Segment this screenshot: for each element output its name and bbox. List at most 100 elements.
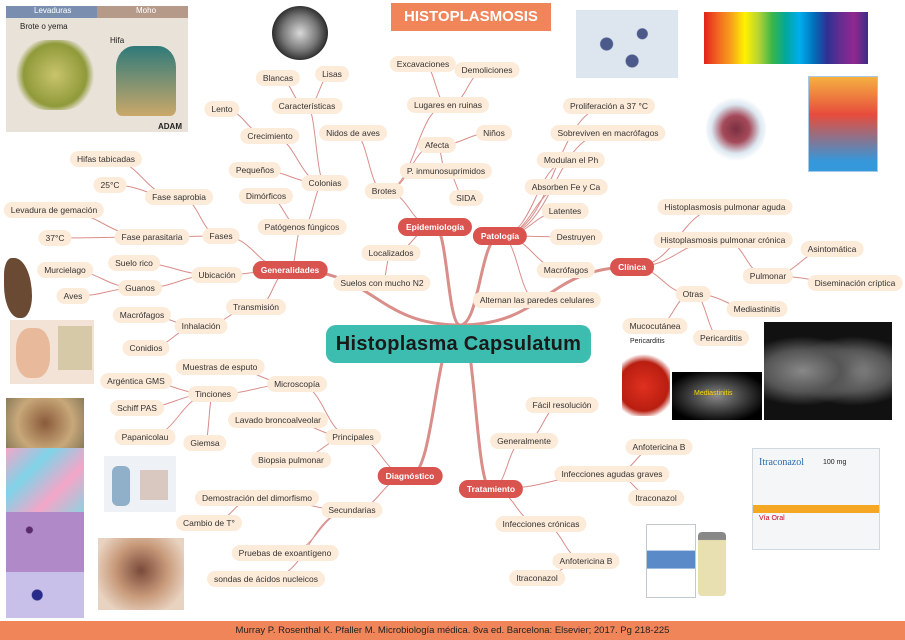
- macrophage-image: [706, 96, 766, 162]
- node-dimorfismo: Demostración del dimorfismo: [194, 490, 320, 506]
- node-hifas-tabicadas: Hifas tabicadas: [69, 151, 143, 167]
- node-asintomatica: Asintomática: [800, 241, 864, 257]
- node-infecciones-agudas: Infecciones agudas graves: [554, 466, 670, 482]
- node-itraconazol-1: Itraconazol: [628, 490, 684, 506]
- bronchoscopy-image: [104, 456, 176, 512]
- node-macrofagos-gen: Macrófagos: [112, 307, 172, 323]
- node-tinciones: Tinciones: [187, 386, 239, 402]
- category-generalidades: Generalidades: [252, 261, 328, 279]
- histology-stain-3: [6, 512, 84, 572]
- node-afecta: Afecta: [417, 137, 457, 153]
- giemsa-microscopy-image: [98, 538, 184, 610]
- node-blancas: Blancas: [255, 70, 301, 86]
- node-proliferacion: Proliferación a 37 °C: [562, 98, 656, 114]
- node-lento: Lento: [204, 101, 240, 117]
- node-levadura-gemacion: Levadura de gemación: [3, 202, 105, 218]
- node-pulmonar-cronica: Histoplasmosis pulmonar crónica: [653, 232, 793, 248]
- node-papanicolau: Papanicolau: [114, 429, 176, 445]
- node-modulan-ph: Modulan el Ph: [536, 152, 606, 168]
- node-pequenos: Pequeños: [228, 162, 282, 178]
- node-sondas: sondas de ácidos nucleicos: [207, 571, 325, 587]
- citation-footer: Murray P. Rosenthal K. Pfaller M. Microb…: [0, 621, 905, 640]
- heart-image: [622, 350, 670, 416]
- node-37c: 37°C: [38, 230, 72, 246]
- pericarditis-caption: Pericarditis: [630, 338, 665, 345]
- node-macrofagos-pat: Macrófagos: [536, 262, 596, 278]
- fungal-spores-image: [576, 10, 678, 78]
- node-localizados: Localizados: [361, 245, 421, 261]
- node-patogenos-fungicos: Patógenos fúngicos: [257, 219, 347, 235]
- node-microscopia: Microscopía: [267, 376, 327, 392]
- node-sobreviven: Sobreviven en macrófagos: [550, 125, 666, 141]
- central-topic: Histoplasma Capsulatum: [326, 325, 591, 363]
- node-fases: Fases: [202, 228, 240, 244]
- node-caracteristicas: Características: [271, 98, 343, 114]
- node-facil-resolucion: Fácil resolución: [525, 397, 599, 413]
- levaduras-label: Levaduras: [34, 6, 72, 15]
- node-exoantigeno: Pruebas de exoantígeno: [231, 545, 339, 561]
- fungus-illustration-image: Levaduras Moho Brote o yema Hifa ADAM: [6, 6, 188, 132]
- node-absorben: Absorben Fe y Ca: [524, 179, 608, 195]
- ph-scale-image: [704, 12, 868, 64]
- node-inmunosuprimidos: P. inmunosuprimidos: [399, 163, 493, 179]
- amphotericin-box-image: [646, 524, 696, 598]
- node-ubicacion: Ubicación: [191, 267, 243, 283]
- node-alternan: Alternan las paredes celulares: [472, 292, 602, 308]
- node-destruyen: Destruyen: [549, 229, 603, 245]
- category-patologia: Patología: [472, 227, 528, 245]
- node-anfotericina-b-2: Anfotericina B: [552, 553, 620, 569]
- inhalation-image: [10, 320, 94, 384]
- node-suelo-rico: Suelo rico: [108, 255, 160, 271]
- node-fase-saprobia: Fase saprobia: [145, 189, 213, 205]
- node-infecciones-cronicas: Infecciones crónicas: [495, 516, 587, 532]
- adam-label: ADAM: [158, 122, 182, 131]
- itraconazol-box-label: Itraconazol: [759, 457, 804, 468]
- node-demoliciones: Demoliciones: [454, 62, 520, 78]
- category-diagnostico: Diagnóstico: [377, 467, 443, 485]
- histology-stain-1: [6, 398, 84, 448]
- node-25c: 25°C: [93, 177, 127, 193]
- mediastinitis-caption: Mediastinitis: [694, 390, 733, 397]
- node-pericarditis: Pericarditis: [692, 330, 750, 346]
- page-title: HISTOPLASMOSIS: [391, 3, 551, 31]
- node-lavado-broncoalveolar: Lavado broncoalveolar: [227, 412, 329, 428]
- node-giemsa: Giemsa: [183, 435, 227, 451]
- node-transmision: Transmisión: [226, 299, 286, 315]
- branch-connector: [499, 235, 538, 301]
- category-tratamiento: Tratamiento: [458, 480, 524, 498]
- ct-scan-image: [672, 372, 762, 420]
- node-cambio-t: Cambio de T°: [176, 515, 242, 531]
- node-nidos-aves: Nidos de aves: [319, 125, 387, 141]
- node-fase-parasitaria: Fase parasitaria: [114, 229, 190, 245]
- node-pulmonar: Pulmonar: [742, 268, 794, 284]
- via-oral-label: Vía Oral: [759, 515, 785, 522]
- node-mediastinitis: Mediastinitis: [726, 301, 788, 317]
- category-epidemiologia: Epidemiología: [397, 218, 473, 236]
- node-sida: SIDA: [449, 190, 483, 206]
- node-aves: Aves: [56, 288, 90, 304]
- node-otras: Otras: [675, 286, 711, 302]
- branch-connector: [434, 225, 461, 327]
- chest-xray-image: [764, 322, 892, 420]
- node-conidios: Conidios: [122, 340, 170, 356]
- node-suelos-n2: Suelos con mucho N2: [333, 275, 431, 291]
- node-colonias: Colonias: [301, 175, 349, 191]
- category-clinica: Clínica: [610, 258, 654, 276]
- node-brotes: Brotes: [364, 183, 404, 199]
- node-principales: Principales: [325, 429, 381, 445]
- node-muestras-esputo: Muestras de esputo: [175, 359, 265, 375]
- histology-stain-4: [6, 572, 84, 618]
- branch-connector: [499, 159, 572, 237]
- node-pulmonar-aguda: Histoplasmosis pulmonar aguda: [657, 199, 793, 215]
- branch-connector: [459, 234, 501, 327]
- node-secundarias: Secundarias: [321, 502, 383, 518]
- brote-yema-label: Brote o yema: [20, 22, 68, 31]
- node-argentica-gms: Argéntica GMS: [100, 373, 172, 389]
- node-crecimiento: Crecimiento: [240, 128, 300, 144]
- node-biopsia-pulmonar: Biopsia pulmonar: [251, 452, 331, 468]
- itraconazol-box-image: Itraconazol 100 mg Vía Oral: [752, 448, 880, 550]
- microscope-colony-image: [272, 6, 328, 60]
- node-guanos: Guanos: [118, 280, 162, 296]
- histology-stain-2: [6, 448, 84, 512]
- node-mucocutanea: Mucocutánea: [622, 318, 688, 334]
